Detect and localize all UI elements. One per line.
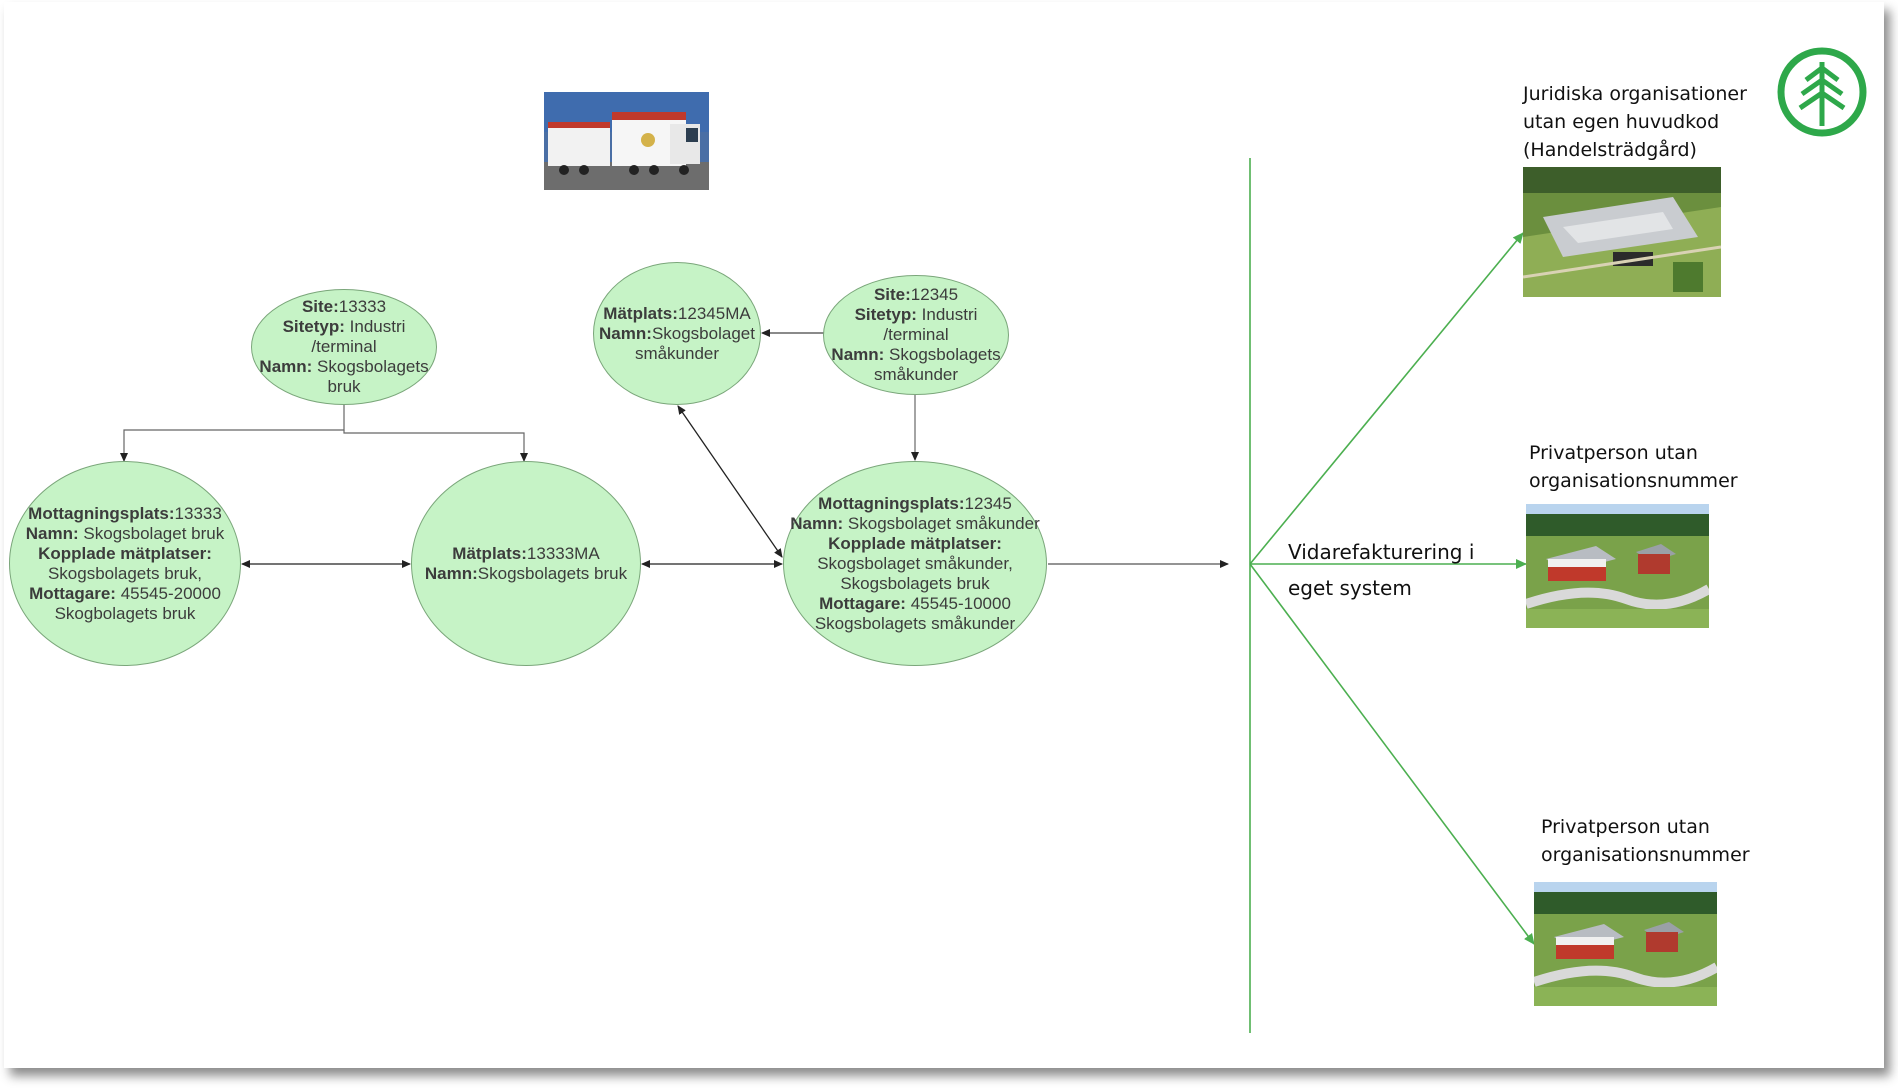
- label-vidarefakturering: Vidarefakturering i eget system: [1288, 534, 1474, 606]
- node-matplats-12345ma: Mätplats:12345MA Namn:Skogsbolaget småku…: [593, 262, 761, 405]
- node-value: Skogsbolagets bruk,: [47, 563, 203, 583]
- node-value: Skogbolagets bruk: [54, 603, 196, 623]
- node-site-13333: Site:13333 Sitetyp: Industri /terminal N…: [251, 289, 437, 405]
- node-key: Namn:: [790, 513, 844, 533]
- node-value: Skogsbolagets bruk: [477, 563, 628, 583]
- node-value: Industri: [344, 317, 406, 336]
- node-value: 45545-10000: [905, 593, 1011, 613]
- node-key: Site:: [301, 297, 339, 316]
- node-key: Mottagare:: [819, 593, 906, 613]
- node-value: 12345: [910, 285, 959, 304]
- node-value: Skogsbolagets: [312, 357, 429, 376]
- label-line: utan egen huvudkod: [1523, 111, 1720, 133]
- node-value: Skogsbolagets småkunder: [814, 613, 1016, 633]
- connector-site13333-to-matplats: [343, 430, 528, 462]
- node-value: Industri: [916, 305, 978, 324]
- node-key: Sitetyp:: [854, 305, 917, 324]
- branch-juridiska: [1249, 232, 1524, 565]
- node-mottagningsplats-13333: Mottagningsplats:13333 Namn: Skogsbolage…: [9, 461, 241, 666]
- node-value: småkunder: [873, 365, 959, 384]
- connector-site13333-split: [120, 405, 345, 462]
- node-key: Mottagningsplats:: [28, 503, 175, 523]
- label-line: organisationsnummer: [1541, 844, 1750, 866]
- greenhouse-aerial-photo: [1523, 167, 1721, 297]
- node-value: Skogsbolagets: [884, 345, 1001, 364]
- connector-mottag12345-matplats12345: [677, 405, 783, 558]
- node-value: 13333: [174, 503, 222, 523]
- node-value: Skogsbolaget småkunder: [843, 513, 1040, 533]
- node-mottagningsplats-12345: Mottagningsplats:12345 Namn: Skogsbolage…: [783, 461, 1047, 666]
- node-value: /terminal: [883, 325, 949, 344]
- node-key: Namn:: [25, 523, 79, 543]
- node-matplats-13333ma: Mätplats:13333MA Namn:Skogsbolagets bruk: [411, 461, 641, 666]
- label-line: Privatperson utan: [1541, 816, 1710, 838]
- label-privatperson-1: Privatperson utan organisationsnummer: [1529, 439, 1738, 495]
- label-privatperson-2: Privatperson utan organisationsnummer: [1541, 813, 1750, 869]
- node-value: Skogsbolagets bruk: [840, 573, 990, 593]
- node-key: Mottagare:: [29, 583, 116, 603]
- label-line: eget system: [1288, 576, 1412, 600]
- node-site-12345: Site:12345 Sitetyp: Industri /terminal N…: [823, 275, 1009, 395]
- truck-photo: [544, 92, 709, 190]
- node-value: /terminal: [311, 337, 377, 356]
- node-value: Skogsbolaget bruk: [78, 523, 225, 543]
- node-key: Kopplade mätplatser:: [38, 543, 212, 563]
- label-line: Vidarefakturering i: [1288, 540, 1475, 564]
- farm-aerial-photo-1: [1526, 504, 1709, 628]
- farm-aerial-photo-2: [1534, 882, 1717, 1006]
- node-key: Namn:: [599, 323, 652, 343]
- node-value: småkunder: [634, 343, 720, 363]
- branch-privat2: [1249, 563, 1535, 945]
- label-line: organisationsnummer: [1529, 470, 1738, 492]
- node-key: Mottagningsplats:: [818, 493, 965, 513]
- node-key: Mätplats:: [603, 303, 678, 323]
- node-key: Site:: [873, 285, 911, 304]
- label-line: (Handelsträdgård): [1523, 139, 1697, 161]
- node-key: Kopplade mätplatser:: [828, 533, 1002, 553]
- node-value: 12345MA: [677, 303, 751, 323]
- label-juridiska: Juridiska organisationer utan egen huvud…: [1523, 80, 1747, 164]
- node-value: 13333: [338, 297, 387, 316]
- node-key: Namn:: [831, 345, 885, 364]
- node-value: Skogsbolaget: [651, 323, 755, 343]
- node-value: 45545-20000: [115, 583, 221, 603]
- node-key: Namn:: [259, 357, 313, 376]
- node-value: Skogsbolaget småkunder,: [817, 553, 1013, 573]
- label-line: Privatperson utan: [1529, 442, 1698, 464]
- node-key: Sitetyp:: [282, 317, 345, 336]
- tree-logo-icon: [1776, 46, 1868, 138]
- node-value: 12345: [964, 493, 1012, 513]
- node-value: 13333MA: [526, 543, 600, 563]
- node-value: bruk: [327, 377, 361, 396]
- node-key: Namn:: [424, 563, 478, 583]
- node-key: Mätplats:: [452, 543, 527, 563]
- label-line: Juridiska organisationer: [1523, 83, 1747, 105]
